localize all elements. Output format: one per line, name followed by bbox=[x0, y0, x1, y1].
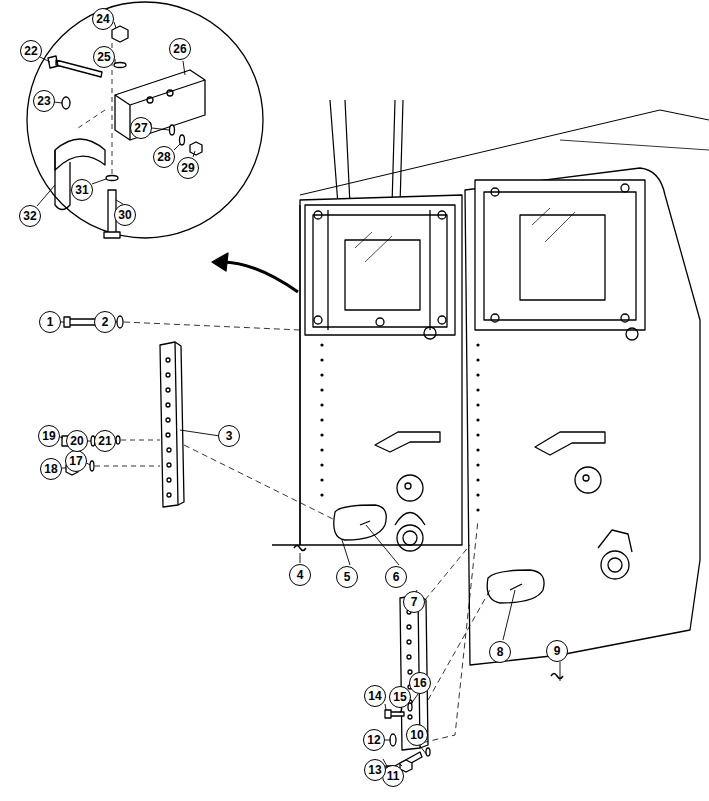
callout-circle: 3 bbox=[218, 425, 240, 447]
callout-circle: 12 bbox=[363, 729, 385, 751]
callout-circle: 22 bbox=[20, 40, 42, 62]
callout-circle: 20 bbox=[66, 430, 88, 452]
callout-number: 22 bbox=[24, 45, 37, 57]
callout-number: 28 bbox=[157, 151, 170, 163]
callout-number: 12 bbox=[367, 734, 380, 746]
callout-number: 1 bbox=[47, 316, 54, 328]
callout-number: 16 bbox=[413, 677, 426, 689]
callout-circle: 23 bbox=[33, 90, 55, 112]
callout-circle: 24 bbox=[92, 8, 114, 30]
callout-number: 23 bbox=[37, 95, 50, 107]
callout-number: 18 bbox=[44, 463, 57, 475]
callout-circle: 9 bbox=[546, 640, 568, 662]
callout-circle: 21 bbox=[94, 430, 116, 452]
callout-number: 27 bbox=[134, 122, 147, 134]
callout-circle: 30 bbox=[114, 204, 136, 226]
callout-circle: 5 bbox=[336, 566, 358, 588]
callout-circle: 7 bbox=[403, 591, 425, 613]
callout-circle: 10 bbox=[406, 724, 428, 746]
callout-circle: 17 bbox=[65, 450, 87, 472]
callout-circle: 14 bbox=[364, 685, 386, 707]
callout-number: 10 bbox=[410, 729, 423, 741]
callout-number: 19 bbox=[42, 430, 55, 442]
callout-number: 24 bbox=[96, 13, 109, 25]
callout-circle: 8 bbox=[489, 641, 511, 663]
callout-circle: 13 bbox=[364, 759, 386, 781]
callout-number: 21 bbox=[98, 435, 111, 447]
callout-number: 9 bbox=[554, 645, 561, 657]
callout-circle: 32 bbox=[19, 205, 41, 227]
callout-number: 14 bbox=[368, 690, 381, 702]
callout-number: 30 bbox=[118, 209, 131, 221]
callout-number: 32 bbox=[23, 210, 36, 222]
callout-number: 11 bbox=[387, 770, 400, 782]
callout-circle: 6 bbox=[385, 566, 407, 588]
callout-number: 4 bbox=[297, 569, 304, 581]
callout-circle: 26 bbox=[169, 38, 191, 60]
callout-number: 17 bbox=[69, 455, 82, 467]
callout-circle: 16 bbox=[409, 672, 431, 694]
callout-number: 2 bbox=[102, 316, 109, 328]
callout-number: 15 bbox=[393, 691, 406, 703]
callout-number: 20 bbox=[70, 435, 83, 447]
callout-circle: 31 bbox=[71, 179, 93, 201]
callout-number: 29 bbox=[181, 162, 194, 174]
callout-number: 31 bbox=[75, 184, 88, 196]
callout-circle: 28 bbox=[153, 146, 175, 168]
callout-number: 13 bbox=[368, 764, 381, 776]
callout-circle: 15 bbox=[389, 686, 411, 708]
callout-number: 7 bbox=[411, 596, 418, 608]
callout-number: 25 bbox=[97, 51, 110, 63]
callout-circle: 18 bbox=[40, 458, 62, 480]
callout-circle: 1 bbox=[39, 311, 61, 333]
callout-circle: 4 bbox=[289, 564, 311, 586]
callout-circle: 25 bbox=[93, 46, 115, 68]
callout-circle: 27 bbox=[130, 117, 152, 139]
callout-circle: 19 bbox=[38, 425, 60, 447]
callout-circle: 29 bbox=[177, 157, 199, 179]
callout-number: 26 bbox=[173, 43, 186, 55]
callout-number: 5 bbox=[344, 571, 351, 583]
callout-number: 3 bbox=[226, 430, 233, 442]
callout-number: 6 bbox=[393, 571, 400, 583]
callout-number: 8 bbox=[497, 646, 504, 658]
callout-circle: 2 bbox=[94, 311, 116, 333]
